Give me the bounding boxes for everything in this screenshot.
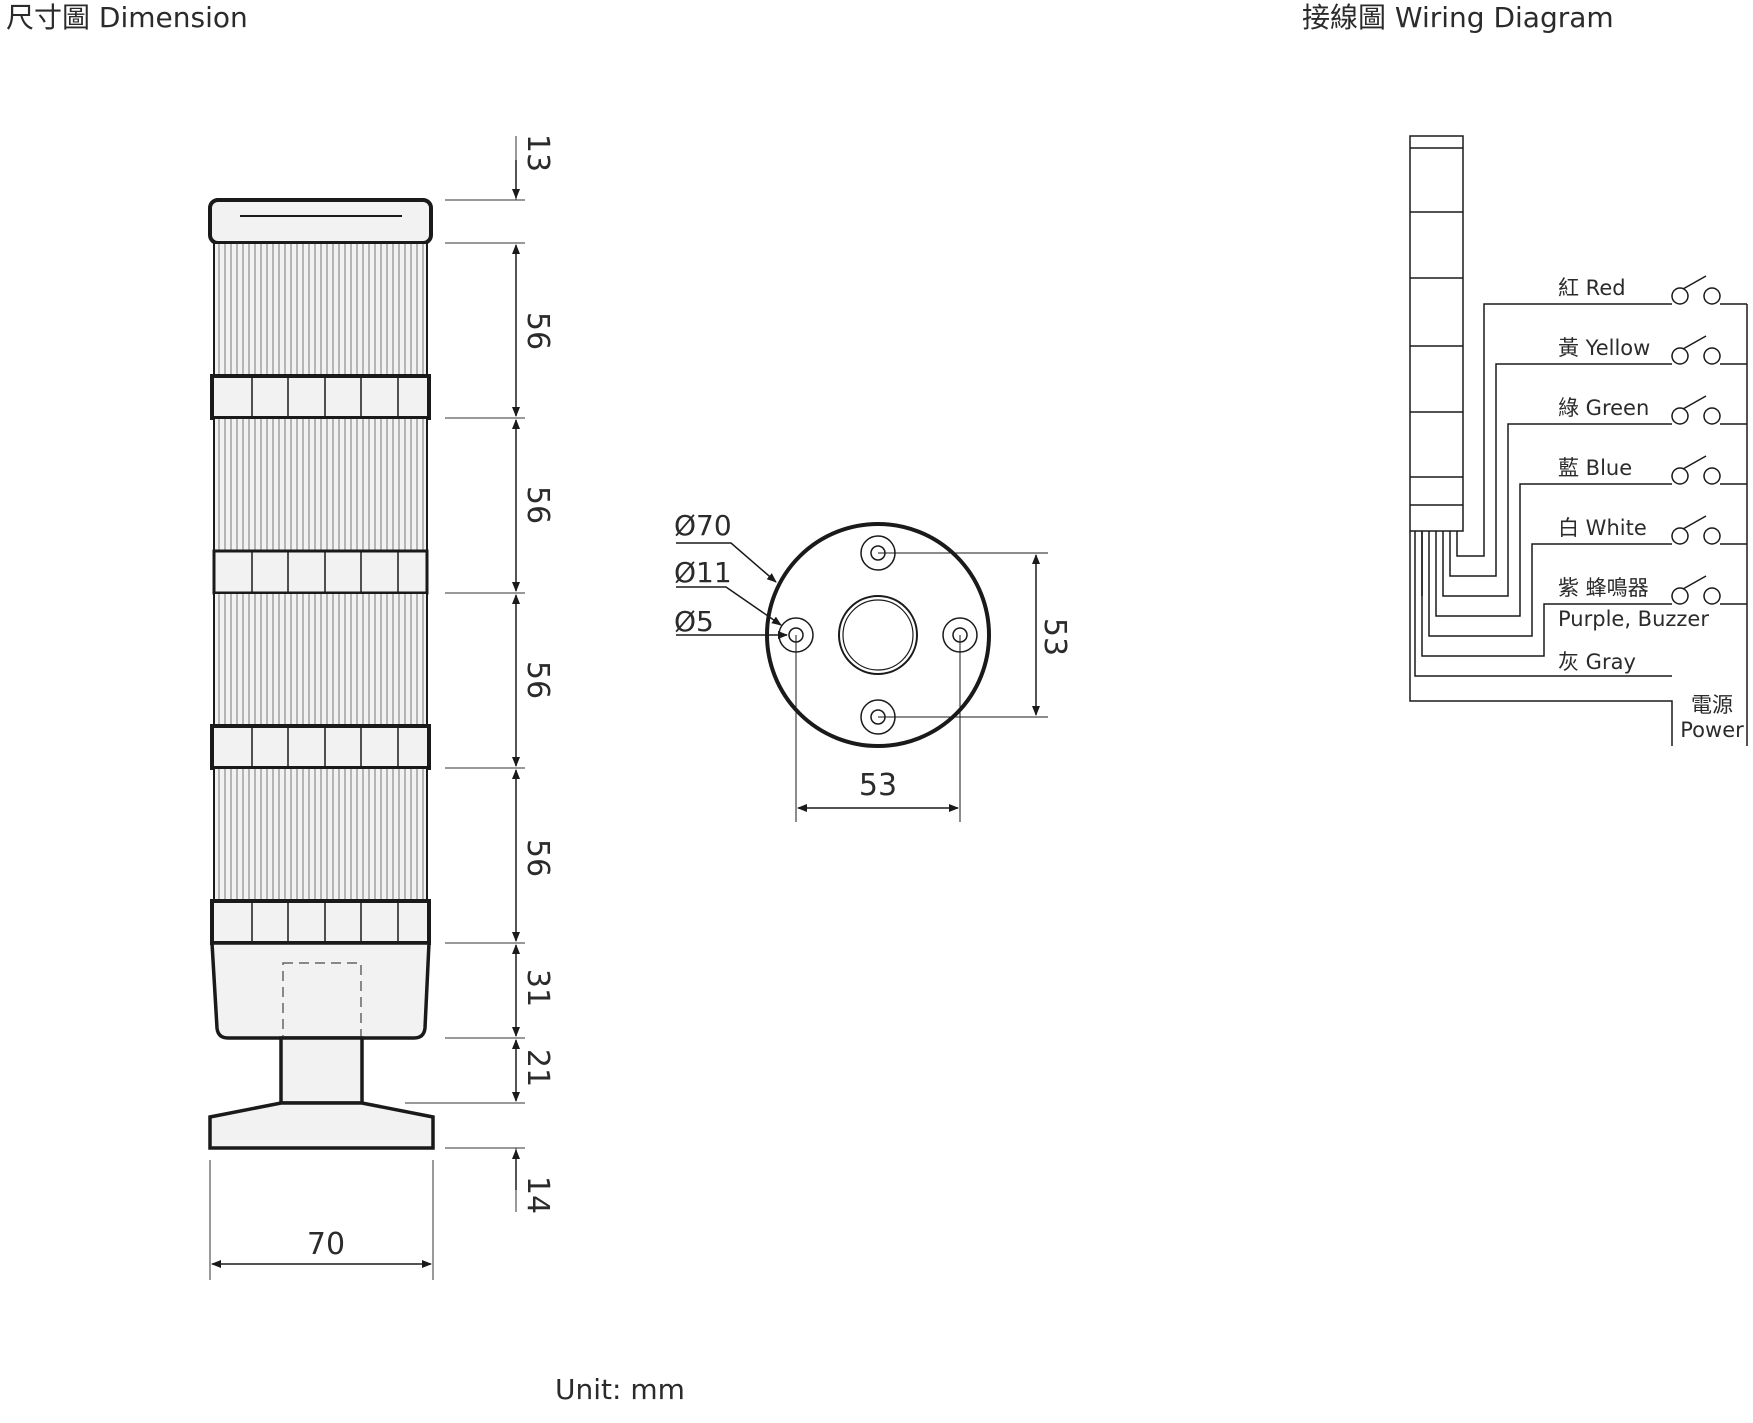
base-outer-circle [765, 522, 991, 748]
tier-1-lens [213, 242, 428, 377]
base-housing [210, 941, 431, 1040]
wiring-tower-body [1409, 135, 1464, 532]
label-green: 綠 Green [1558, 396, 1649, 420]
mount-stem [279, 1036, 364, 1105]
base-bottom-view [765, 522, 991, 748]
switch-white [1671, 515, 1747, 545]
bottom-view-labels: Ø70 Ø11 Ø5 53 53 [674, 509, 1072, 803]
side-extension-lines [209, 136, 525, 1280]
leader-d11 [676, 586, 782, 626]
wiring-lines [1409, 303, 1748, 746]
dimension-title: 尺寸圖 Dimension [6, 1, 248, 34]
side-dimension-labels: 13 56 56 56 56 31 21 14 70 [307, 134, 555, 1262]
dim-56-c: 56 [520, 661, 555, 699]
label-purple: 紫 蜂鳴器 [1558, 576, 1649, 600]
center-boss-outer [838, 595, 918, 675]
label-white: 白 White [1558, 516, 1647, 540]
side-dimension-lines [211, 160, 520, 1268]
wiring-title: 接線圖 Wiring Diagram [1302, 1, 1614, 34]
label-d5: Ø5 [674, 605, 714, 638]
label-red: 紅 Red [1558, 276, 1626, 300]
wire-yellow [1449, 363, 1672, 577]
wire-white [1428, 531, 1672, 637]
switch-blue [1671, 455, 1747, 485]
ring-4-segments [251, 901, 399, 943]
dim-56-d: 56 [520, 839, 555, 877]
label-power-zh: 電源 [1691, 693, 1733, 717]
leader-d70 [676, 542, 777, 583]
wire-blue [1435, 483, 1672, 617]
ring-4 [210, 899, 431, 945]
switch-red [1671, 275, 1747, 305]
ring-2-segments [251, 551, 399, 593]
dim-56-b: 56 [520, 486, 555, 524]
unit-label: Unit: mm [555, 1373, 685, 1406]
tier-3-lens [213, 592, 428, 727]
label-power-en: Power [1680, 718, 1744, 742]
switch-yellow [1671, 335, 1747, 365]
bottom-view-dimension-lines [676, 542, 1048, 822]
center-boss-inner [842, 599, 914, 671]
wire-gray [1414, 531, 1672, 677]
wire-common [1409, 531, 1673, 746]
dim-13: 13 [520, 134, 555, 172]
wire-green [1442, 423, 1672, 597]
dim-70: 70 [307, 1227, 345, 1262]
label-hole-spacing-v: 53 [1037, 618, 1072, 656]
tower-cap [208, 198, 433, 245]
label-blue: 藍 Blue [1558, 456, 1632, 480]
ring-3-segments [251, 726, 399, 768]
switches [1671, 275, 1747, 605]
tower-side-view [208, 198, 435, 1150]
label-d11: Ø11 [674, 556, 732, 589]
wire-labels: 紅 Red 黃 Yellow 綠 Green 藍 Blue 白 White 紫 … [1558, 276, 1744, 742]
label-yellow: 黃 Yellow [1558, 336, 1650, 360]
dim-14: 14 [520, 1176, 555, 1214]
switch-purple [1671, 575, 1747, 605]
label-gray: 灰 Gray [1558, 650, 1636, 674]
wire-red [1456, 303, 1672, 557]
wire-purple-path [1421, 531, 1672, 657]
tier-2-lens [213, 417, 428, 552]
switch-green [1671, 395, 1747, 425]
label-hole-spacing-h: 53 [859, 768, 897, 803]
mount-flange [208, 1101, 435, 1150]
tier-4-lens [213, 767, 428, 902]
label-d70: Ø70 [674, 509, 732, 542]
dim-21: 21 [520, 1049, 555, 1087]
dim-56-a: 56 [520, 312, 555, 350]
ring-1-segments [251, 376, 399, 418]
ring-2 [212, 549, 429, 595]
ring-1 [210, 374, 431, 420]
ring-3 [210, 724, 431, 770]
dim-31: 31 [520, 969, 555, 1007]
label-purple-sub: Purple, Buzzer [1558, 607, 1709, 631]
wiring-tower-schematic [1409, 135, 1464, 532]
